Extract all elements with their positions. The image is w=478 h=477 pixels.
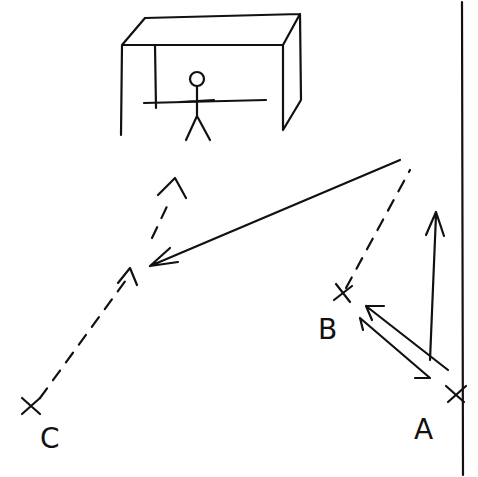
goal-frame xyxy=(121,14,301,135)
crosses xyxy=(22,284,466,414)
run-paths xyxy=(40,170,410,398)
player-letter: B xyxy=(318,316,337,344)
player-letter: C xyxy=(40,425,60,453)
goalkeeper-figure xyxy=(180,72,214,140)
pass-arrows xyxy=(118,160,448,378)
sideline xyxy=(462,2,463,475)
player-letter: A xyxy=(414,416,433,444)
